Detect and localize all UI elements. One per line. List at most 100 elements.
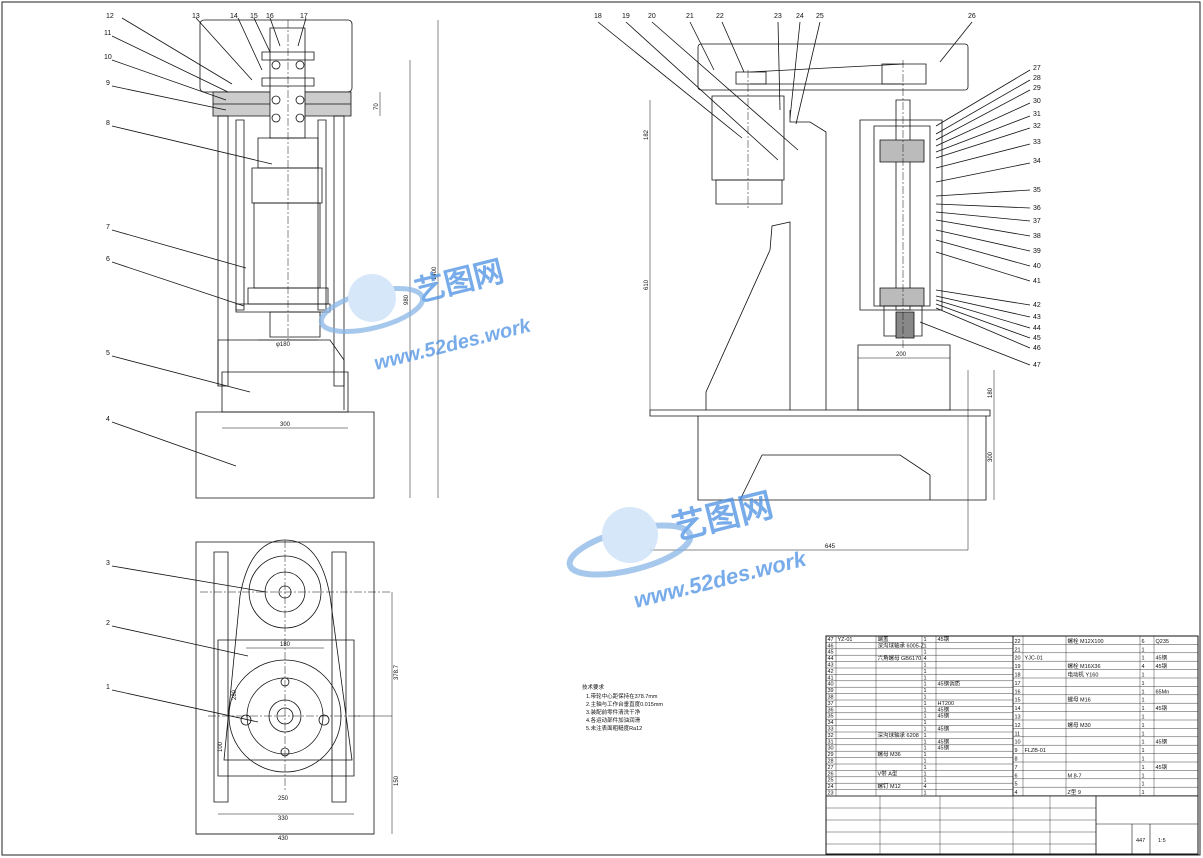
bom-cell: 1 bbox=[924, 752, 927, 758]
bom-cell: YJC-01 bbox=[1025, 656, 1043, 662]
balloon-16: 16 bbox=[266, 13, 274, 20]
plan-view-labels: 3 2 1 180 280 100 250 330 430 378.7 150 bbox=[106, 560, 400, 842]
balloon-45: 45 bbox=[1033, 335, 1041, 342]
dim-plan-378: 378.7 bbox=[394, 664, 400, 680]
balloon-26: 26 bbox=[968, 13, 976, 20]
bom-cell: 1 bbox=[924, 733, 927, 739]
bom-cell: 1 bbox=[924, 663, 927, 669]
note-line-4: 4.各运动部件加油润滑 bbox=[586, 716, 641, 724]
bom-cell: 螺母 M16 bbox=[1068, 696, 1091, 704]
bom-cell: 1 bbox=[924, 771, 927, 777]
bom-cell: 1 bbox=[1142, 757, 1145, 763]
balloon-32: 32 bbox=[1033, 123, 1041, 130]
bom-cell: 4 bbox=[1015, 790, 1018, 796]
bom-cell: 1 bbox=[1142, 689, 1145, 695]
plan-view bbox=[112, 540, 392, 834]
bom-cell: 1 bbox=[924, 791, 927, 797]
bom-cell: 9 bbox=[1015, 748, 1018, 754]
balloon-10: 10 bbox=[104, 54, 112, 61]
balloon-23: 23 bbox=[774, 13, 782, 20]
left-view-labels: 12 13 14 15 16 17 11 10 9 8 7 6 5 4 φ180… bbox=[104, 13, 438, 428]
dim-645: 645 bbox=[825, 544, 836, 550]
bom-cell: 45钢 bbox=[1156, 662, 1168, 670]
balloon-8: 8 bbox=[106, 120, 110, 127]
bom-cell: 11 bbox=[1015, 731, 1021, 737]
bom-cell: 螺栓 M16X36 bbox=[1068, 662, 1101, 670]
balloon-17: 17 bbox=[300, 13, 308, 20]
bom-cell: 1 bbox=[924, 637, 927, 643]
balloon-34: 34 bbox=[1033, 158, 1041, 165]
bom-cell: 15 bbox=[1015, 698, 1021, 704]
bom-cell: 1 bbox=[1142, 647, 1145, 653]
bom-cell: 1 bbox=[924, 778, 927, 784]
bom-cell: 六角螺母 GB6170 bbox=[878, 654, 922, 662]
dim-bore: φ180 bbox=[276, 342, 291, 348]
balloon-33: 33 bbox=[1033, 139, 1041, 146]
bom-cell: 29 bbox=[828, 752, 834, 758]
balloon-15: 15 bbox=[250, 13, 258, 20]
bom-cell: 1 bbox=[1142, 723, 1145, 729]
note-line-1: 1.带轮中心距保持在378.7mm bbox=[586, 692, 658, 700]
bom-cell: 1 bbox=[1142, 706, 1145, 712]
bom-cell: 45钢 bbox=[1156, 704, 1168, 712]
bom-cell: 45 bbox=[828, 650, 834, 656]
dim-200: 200 bbox=[896, 352, 907, 358]
balloon-22: 22 bbox=[716, 13, 724, 20]
dim-base-width: 300 bbox=[280, 422, 291, 428]
dim-height-total: 1400 bbox=[432, 266, 438, 280]
bom-cell: 21 bbox=[1015, 647, 1021, 653]
bom-cell: 32 bbox=[828, 733, 834, 739]
dim-plan-330: 330 bbox=[278, 816, 289, 822]
bom-cell: 13 bbox=[1015, 715, 1021, 721]
bom-cell: 螺栓 M12X100 bbox=[1068, 637, 1104, 645]
bom-cell: 30 bbox=[828, 746, 834, 752]
bom-cell: 12 bbox=[1015, 723, 1021, 729]
bom-cell: 1 bbox=[924, 707, 927, 713]
bom-cell: 1 bbox=[924, 650, 927, 656]
bom-cell: 8 bbox=[1015, 757, 1018, 763]
note-line-5: 5.未注表面粗糙度Ra12 bbox=[586, 724, 642, 732]
bom-cell: M 8-7 bbox=[1068, 773, 1082, 779]
sheet-number: 447 bbox=[1136, 838, 1145, 844]
balloon-18: 18 bbox=[594, 13, 602, 20]
bom-cell: 5 bbox=[1015, 782, 1018, 788]
bom-cell: 45钢 bbox=[938, 725, 950, 733]
dim-height-mid: 980 bbox=[404, 294, 410, 305]
dim-182: 182 bbox=[644, 129, 650, 140]
balloon-5: 5 bbox=[106, 350, 110, 357]
bom-cell: 4 bbox=[924, 784, 927, 790]
bom-cell: 1 bbox=[1142, 731, 1145, 737]
bom-cell: 1 bbox=[1142, 698, 1145, 704]
balloon-29: 29 bbox=[1033, 85, 1041, 92]
balloon-41: 41 bbox=[1033, 278, 1041, 285]
dim-plan-280: 280 bbox=[232, 689, 238, 700]
balloon-37: 37 bbox=[1033, 218, 1041, 225]
dim-plan-150: 150 bbox=[394, 775, 400, 786]
bom-cell: 1 bbox=[924, 643, 927, 649]
bom-cell: 37 bbox=[828, 701, 834, 707]
bom-cell: 16 bbox=[1015, 689, 1021, 695]
bom-cell: 47 bbox=[828, 637, 834, 643]
bom-cell: 35 bbox=[828, 714, 834, 720]
balloon-36: 36 bbox=[1033, 205, 1041, 212]
bom-cell: 4 bbox=[1142, 664, 1145, 670]
dim-610: 610 bbox=[644, 279, 650, 290]
balloon-30: 30 bbox=[1033, 98, 1041, 105]
bom-cell: 1 bbox=[924, 727, 927, 733]
bom-cell: 45钢 bbox=[1156, 654, 1168, 662]
bom-cell: 1 bbox=[1142, 773, 1145, 779]
note-line-3: 3.装配前零件清洗干净 bbox=[586, 708, 641, 716]
bom-cell: 46 bbox=[828, 643, 834, 649]
drawing-scale: 1:5 bbox=[1158, 838, 1166, 844]
bom-cell: 螺母 M30 bbox=[1068, 721, 1091, 729]
balloon-38: 38 bbox=[1033, 233, 1041, 240]
bom-cell: 39 bbox=[828, 688, 834, 694]
bom-cell: 1 bbox=[924, 714, 927, 720]
balloon-35: 35 bbox=[1033, 187, 1041, 194]
bom-cell: 6 bbox=[1015, 773, 1018, 779]
balloon-4: 4 bbox=[106, 416, 110, 423]
bom-cell: 25 bbox=[828, 778, 834, 784]
balloon-42: 42 bbox=[1033, 302, 1041, 309]
